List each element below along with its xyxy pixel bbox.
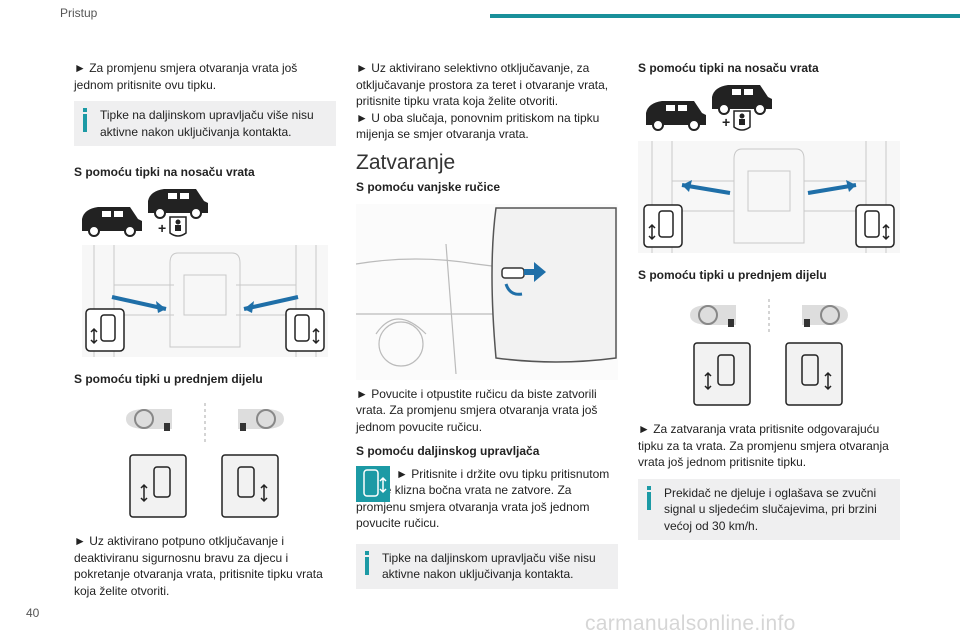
info-note-text: Tipke na daljinskom upravljaču više nisu…: [100, 108, 314, 139]
door-handle-illustration: [356, 203, 618, 380]
info-note: Tipke na daljinskom upravljaču više nisu…: [74, 101, 336, 146]
door-button-icon: [785, 342, 843, 406]
steering-wheel-icon: [820, 305, 840, 325]
interior-illustration: [82, 244, 328, 357]
column-1: ► Za promjenu smjera otvaranja vrata još…: [74, 60, 336, 599]
header-accent-bar: [490, 14, 960, 18]
watermark: carmanualsonline.info: [585, 612, 796, 635]
info-note-text: Tipke na daljinskom upravljaču više nisu…: [382, 550, 596, 582]
column-2: ► Uz aktivirano selektivno otključavanje…: [356, 60, 618, 589]
van-icon: [82, 206, 142, 237]
info-icon: [83, 108, 87, 132]
steering-wheel-icon: [256, 409, 276, 429]
interior-illustration: [638, 140, 900, 253]
paragraph: ► Uz aktivirano potpuno otključavanje i …: [74, 534, 323, 598]
info-note-text: Prekidač ne djeluje i oglašava se zvučni…: [664, 485, 877, 533]
van-icon: [148, 188, 208, 219]
door-button-icon: [285, 307, 325, 352]
subheading: S pomoću tipki na nosaču vrata: [74, 165, 255, 179]
info-icon: [647, 485, 651, 510]
child-seat-icon: [169, 215, 187, 237]
van-illustration: +: [82, 188, 208, 237]
paragraph: ► Uz aktivirano selektivno otključavanje…: [356, 61, 609, 108]
door-button-icon: [643, 203, 683, 248]
steering-wheel-icon: [134, 409, 154, 429]
steering-wheel-icon: [698, 305, 718, 325]
remote-instruction: ► Pritisnite i držite ovu tipku pritisnu…: [356, 465, 618, 532]
door-button-icon: [855, 203, 895, 248]
svg-text:+: +: [722, 114, 730, 130]
section-header: Pristup: [60, 6, 98, 20]
subheading: S pomoću tipki u prednjem dijelu: [74, 371, 263, 386]
door-button-icon: [85, 307, 125, 352]
door-button-icon: [129, 454, 187, 518]
subheading: S pomoću vanjske ručice: [356, 180, 501, 194]
paragraph: ► U oba slučaja, ponovnim pritiskom na t…: [356, 110, 600, 142]
van-illustration: +: [646, 84, 772, 131]
svg-text:+: +: [158, 220, 166, 236]
info-note: Tipke na daljinskom upravljaču više nisu…: [356, 543, 618, 589]
paragraph: ► Za zatvaranja vrata pritisnite odgovar…: [638, 422, 889, 469]
door-button-icon: [221, 454, 279, 518]
info-icon: [365, 550, 369, 575]
column-3: S pomoću tipki na nosaču vrata +: [638, 60, 900, 540]
remote-key-icon[interactable]: [356, 465, 390, 502]
front-buttons-illustration: [126, 403, 284, 518]
van-icon: [646, 100, 706, 131]
subheading: S pomoću tipki na nosaču vrata: [638, 61, 819, 75]
paragraph: ► Za promjenu smjera otvaranja vrata još…: [74, 61, 298, 92]
paragraph: ► Povucite i otpustite ručicu da biste z…: [356, 386, 598, 434]
paragraph: ► Pritisnite i držite ovu tipku pritisnu…: [356, 466, 610, 531]
subheading: S pomoću daljinskog upravljača: [356, 444, 540, 458]
child-seat-icon: [733, 109, 751, 131]
page-number: 40: [26, 606, 40, 620]
info-note: Prekidač ne djeluje i oglašava se zvučni…: [638, 478, 900, 540]
subheading: S pomoću tipki u prednjem dijelu: [638, 267, 827, 282]
van-icon: [712, 84, 772, 115]
section-heading: Zatvaranje: [356, 150, 456, 174]
front-buttons-illustration: [690, 299, 848, 406]
door-button-icon: [693, 342, 751, 406]
